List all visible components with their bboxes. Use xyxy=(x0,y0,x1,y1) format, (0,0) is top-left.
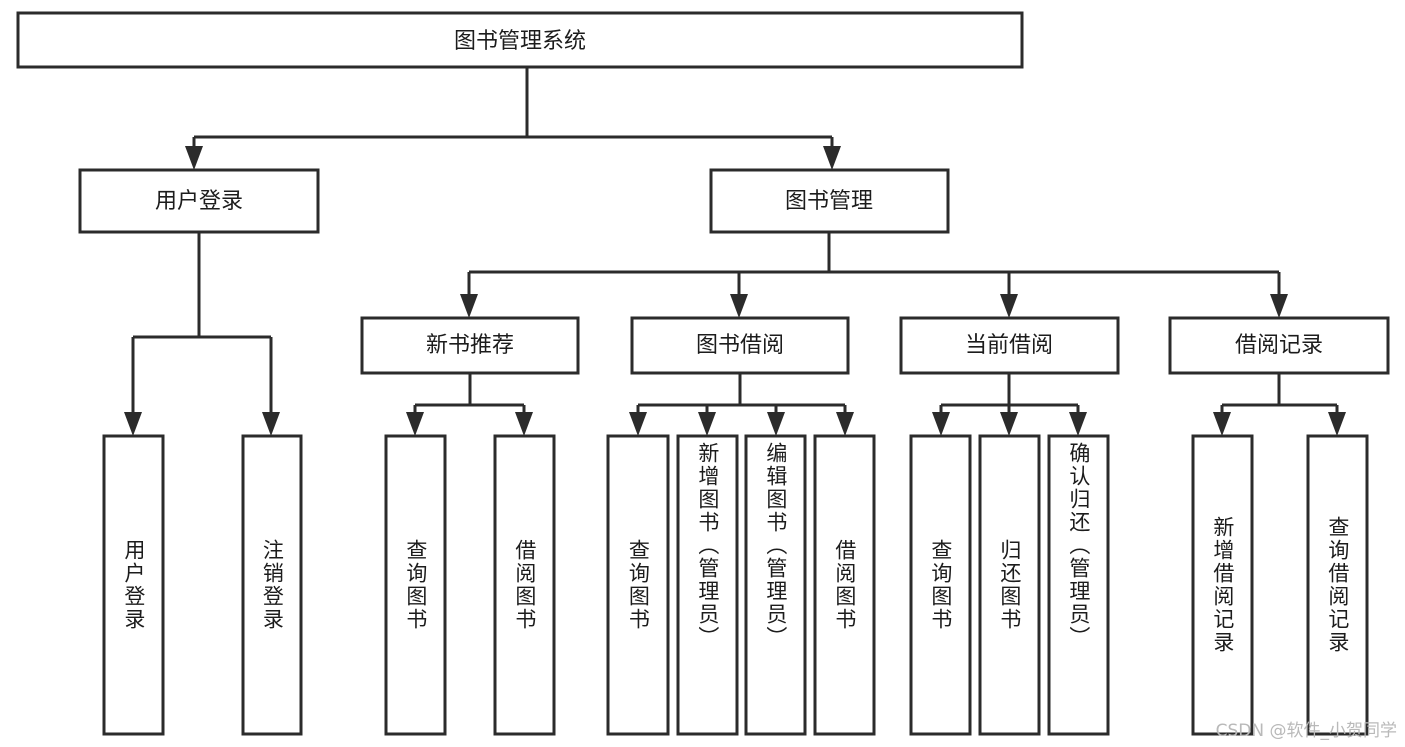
node-root-box[interactable] xyxy=(16,11,1024,69)
node-new-book-recommend-label: 新书推荐 xyxy=(426,333,514,358)
arrow-head-icon xyxy=(1270,294,1288,318)
connector-book-borrow-to-leaves xyxy=(629,373,854,436)
node-user-login-box[interactable] xyxy=(78,168,320,234)
connector-user-login-to-leaves xyxy=(124,232,280,436)
node-current-borrow-box[interactable] xyxy=(899,316,1120,375)
arrow-head-icon xyxy=(460,294,478,318)
arrow-head-icon xyxy=(1213,412,1231,436)
leaf-box-user-login-0[interactable] xyxy=(102,434,165,736)
arrow-head-icon xyxy=(823,146,841,170)
leaf-box-book-borrow-1[interactable] xyxy=(676,434,739,736)
arrow-head-icon xyxy=(1328,412,1346,436)
node-root[interactable]: 图书管理系统 xyxy=(16,11,1024,69)
node-root-label: 图书管理系统 xyxy=(454,29,586,54)
connector-current-borrow-to-leaves xyxy=(932,373,1087,436)
leaf-box-new-book-1[interactable] xyxy=(493,434,556,736)
leaf-box-book-borrow-0[interactable] xyxy=(606,434,670,736)
leaf-box-current-borrow-1[interactable] xyxy=(978,434,1041,736)
arrow-head-icon xyxy=(730,294,748,318)
node-new-book-recommend[interactable]: 新书推荐 xyxy=(360,316,580,375)
node-user-login-label: 用户登录 xyxy=(155,189,243,214)
arrow-head-icon xyxy=(406,412,424,436)
node-new-book-recommend-box[interactable] xyxy=(360,316,580,375)
leaf-box-current-borrow-2[interactable] xyxy=(1047,434,1110,736)
leaf-box-user-login-1[interactable] xyxy=(241,434,303,736)
leaf-box-borrow-record-1[interactable] xyxy=(1306,434,1369,736)
node-book-management[interactable]: 图书管理 xyxy=(709,168,950,234)
arrow-head-icon xyxy=(836,412,854,436)
arrow-head-icon xyxy=(767,412,785,436)
arrow-head-icon xyxy=(1000,294,1018,318)
watermark-text: CSDN @软件_小贺同学 xyxy=(1215,721,1397,741)
node-book-management-label: 图书管理 xyxy=(785,189,873,214)
node-borrow-record-label: 借阅记录 xyxy=(1235,333,1323,358)
node-current-borrow-label: 当前借阅 xyxy=(965,333,1053,358)
arrow-head-icon xyxy=(932,412,950,436)
arrow-head-icon xyxy=(262,412,280,436)
leaf-box-borrow-record-0[interactable] xyxy=(1191,434,1254,736)
leaf-box-new-book-0[interactable] xyxy=(384,434,447,736)
connector-book-management-to-level3 xyxy=(460,232,1288,318)
arrow-head-icon xyxy=(1000,412,1018,436)
node-borrow-record[interactable]: 借阅记录 xyxy=(1168,316,1390,375)
node-book-borrow-label: 图书借阅 xyxy=(696,333,784,358)
leaf-box-current-borrow-0[interactable] xyxy=(909,434,972,736)
arrow-head-icon xyxy=(1069,412,1087,436)
node-book-borrow[interactable]: 图书借阅 xyxy=(630,316,850,375)
arrow-head-icon xyxy=(185,146,203,170)
arrow-head-icon xyxy=(515,412,533,436)
leaf-box-book-borrow-2[interactable] xyxy=(744,434,807,736)
node-user-login[interactable]: 用户登录 xyxy=(78,168,320,234)
connector-borrow-record-to-leaves xyxy=(1213,373,1346,436)
arrow-head-icon xyxy=(124,412,142,436)
arrow-head-icon xyxy=(629,412,647,436)
leaf-box-book-borrow-3[interactable] xyxy=(813,434,876,736)
connector-new-book-recommend-to-leaves xyxy=(406,373,533,436)
node-current-borrow[interactable]: 当前借阅 xyxy=(899,316,1120,375)
arrow-head-icon xyxy=(698,412,716,436)
connector-root-to-level2 xyxy=(185,67,841,170)
